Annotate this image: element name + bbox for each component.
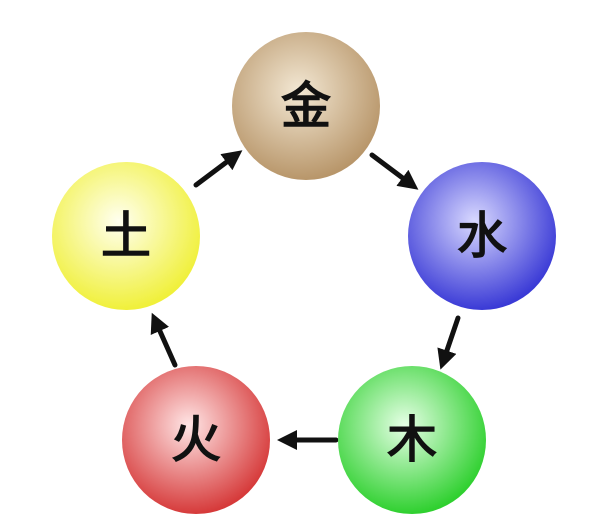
earth-circle: [52, 162, 200, 310]
node-metal: 金: [232, 32, 380, 180]
node-fire: 火: [122, 366, 270, 514]
earth-label: 土: [101, 207, 151, 265]
arrow-earth-to-metal: [193, 150, 243, 188]
fire-label: 火: [171, 411, 221, 469]
water-circle: [408, 162, 556, 310]
arrow-fire-to-earth: [150, 312, 178, 368]
fire-circle: [122, 366, 270, 514]
arrow-metal-to-water: [369, 152, 419, 190]
wood-circle: [338, 366, 486, 514]
node-earth: 土: [52, 162, 200, 310]
wood-label: 木: [387, 411, 437, 469]
node-water: 水: [408, 162, 556, 310]
arrow-water-to-wood: [437, 315, 461, 370]
water-label: 水: [457, 207, 508, 265]
metal-circle: [232, 32, 380, 180]
metal-label: 金: [281, 77, 332, 135]
node-wood: 木: [338, 366, 486, 514]
